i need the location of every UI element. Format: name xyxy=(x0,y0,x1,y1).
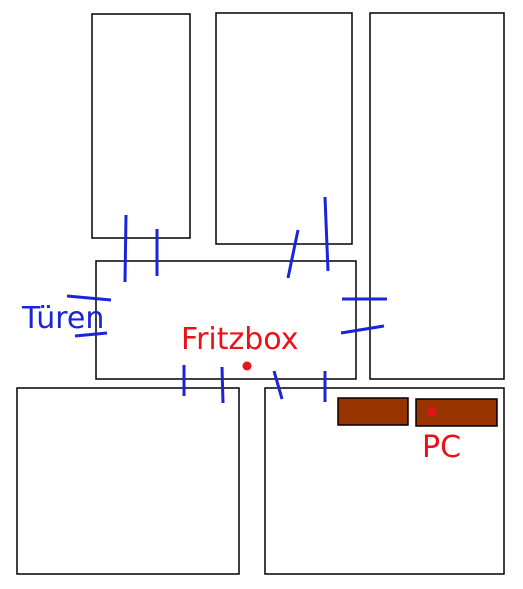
pc-location-dot xyxy=(427,407,437,417)
router-label: Fritzbox xyxy=(181,322,298,357)
door-marker xyxy=(286,229,300,279)
desk-left xyxy=(337,397,409,426)
router-location-dot xyxy=(242,361,252,371)
door-marker xyxy=(272,370,284,400)
door-marker xyxy=(220,366,225,404)
door-marker xyxy=(74,331,108,338)
pc-label: PC xyxy=(422,430,461,465)
room-right xyxy=(369,12,505,380)
room-bottom-left xyxy=(16,387,240,575)
room-top-left xyxy=(91,13,191,239)
room-top-middle xyxy=(215,12,353,245)
door-marker xyxy=(340,324,385,335)
door-marker xyxy=(323,196,330,272)
doors-label: Türen xyxy=(21,301,104,336)
door-marker xyxy=(123,214,128,283)
door-marker xyxy=(66,294,112,302)
room-hallway xyxy=(95,260,357,380)
